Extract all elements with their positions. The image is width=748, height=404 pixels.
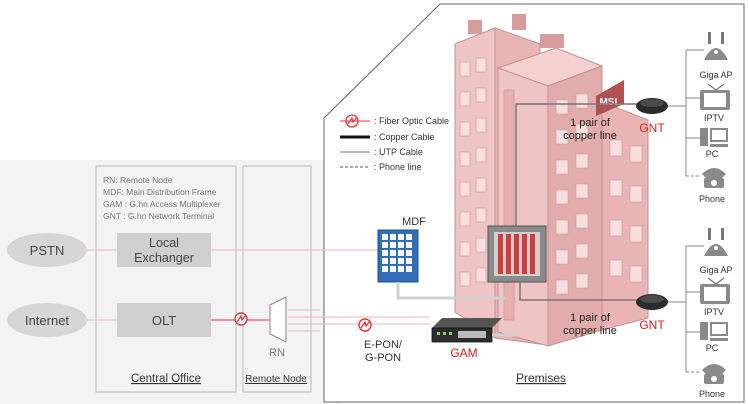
mdf-panel — [377, 229, 419, 283]
phone-label-upper: Phone — [699, 194, 725, 204]
gnt-device-lower — [636, 294, 668, 310]
lower-copper-line — [519, 282, 638, 301]
pc-icon-upper — [700, 128, 728, 147]
lower-copper-label-1: 1 pair of — [570, 312, 611, 324]
iptv-label-lower: IPTV — [704, 307, 724, 317]
upper-device-links — [668, 49, 704, 177]
gnt-device-upper — [636, 98, 668, 114]
remote-node-box — [242, 165, 312, 393]
definition-gam: GAM : G.hn Access Multiplexer — [103, 199, 221, 209]
definition-rn: RN: Remote Node — [103, 175, 173, 185]
giga-ap-label-lower: Giga AP — [699, 265, 732, 275]
iptv-label-upper: IPTV — [704, 113, 724, 123]
local-exchanger-box — [117, 233, 211, 267]
giga-ap-icon-lower — [704, 228, 728, 256]
phone-icon-upper — [702, 168, 726, 188]
local-exchanger-label-1: Local — [149, 236, 179, 250]
rooftop-sign — [596, 80, 624, 116]
upper-copper-label-2: copper line — [563, 130, 617, 142]
gam-device — [431, 318, 502, 343]
olt-label: OLT — [152, 313, 176, 328]
pstn-label: PSTN — [30, 243, 65, 258]
rn-label: RN — [269, 347, 285, 359]
lower-device-links — [668, 245, 704, 373]
gam-label: GAM — [450, 346, 477, 360]
pc-icon-lower — [700, 322, 728, 341]
riser-cabinet — [487, 225, 547, 283]
mdf-label: MDF — [402, 216, 426, 228]
phone-label-lower: Phone — [699, 389, 725, 399]
phone-icon-lower — [702, 364, 726, 384]
definition-mdf: MDF: Main Distribution Frame — [103, 187, 217, 197]
giga-ap-label-upper: Giga AP — [699, 70, 732, 80]
giga-ap-icon-upper — [704, 32, 728, 60]
iptv-icon-lower — [700, 277, 730, 304]
mdf-to-riser-line — [396, 282, 505, 300]
gnt-label-upper: GNT — [639, 121, 665, 135]
internet-label: Internet — [25, 313, 69, 328]
pstn-cloud — [7, 233, 87, 267]
iptv-icon-upper — [700, 83, 730, 110]
pc-label-upper: PC — [706, 149, 719, 159]
legend: : Fiber Optic Cable : Copper Cable : UTP… — [340, 114, 449, 172]
upper-copper-label-1: 1 pair of — [570, 117, 611, 129]
epon-label-1: E-PON/ — [364, 339, 403, 351]
rn-splitter — [269, 296, 287, 343]
olt-box — [117, 303, 211, 337]
lower-copper-label-2: copper line — [563, 325, 617, 337]
central-office-box — [95, 165, 237, 393]
legend-phone-label: : Phone line — [374, 162, 422, 172]
pc-label-lower: PC — [706, 343, 719, 353]
epon-label-2: G-PON — [365, 352, 401, 364]
carrier-backdrop — [0, 160, 340, 404]
legend-utp-label: : UTP Cable — [374, 147, 423, 157]
gnt-label-lower: GNT — [639, 318, 665, 332]
local-exchanger-label-2: Exchanger — [134, 251, 194, 265]
legend-copper-label: : Copper Cable — [374, 132, 435, 142]
legend-fiber-label: : Fiber Optic Cable — [374, 116, 449, 126]
internet-cloud — [7, 303, 87, 337]
rooftop-sign-label: MSL — [599, 97, 620, 108]
fiber-icon-rn — [234, 312, 248, 326]
definition-gnt: GNT : G.hn Network Terminal — [103, 211, 214, 221]
upper-copper-line — [515, 103, 638, 226]
remote-node-label: Remote Node — [245, 374, 307, 385]
premises-label: Premises — [516, 371, 566, 385]
central-office-label: Central Office — [131, 373, 201, 385]
fiber-icon-pon — [358, 318, 372, 332]
